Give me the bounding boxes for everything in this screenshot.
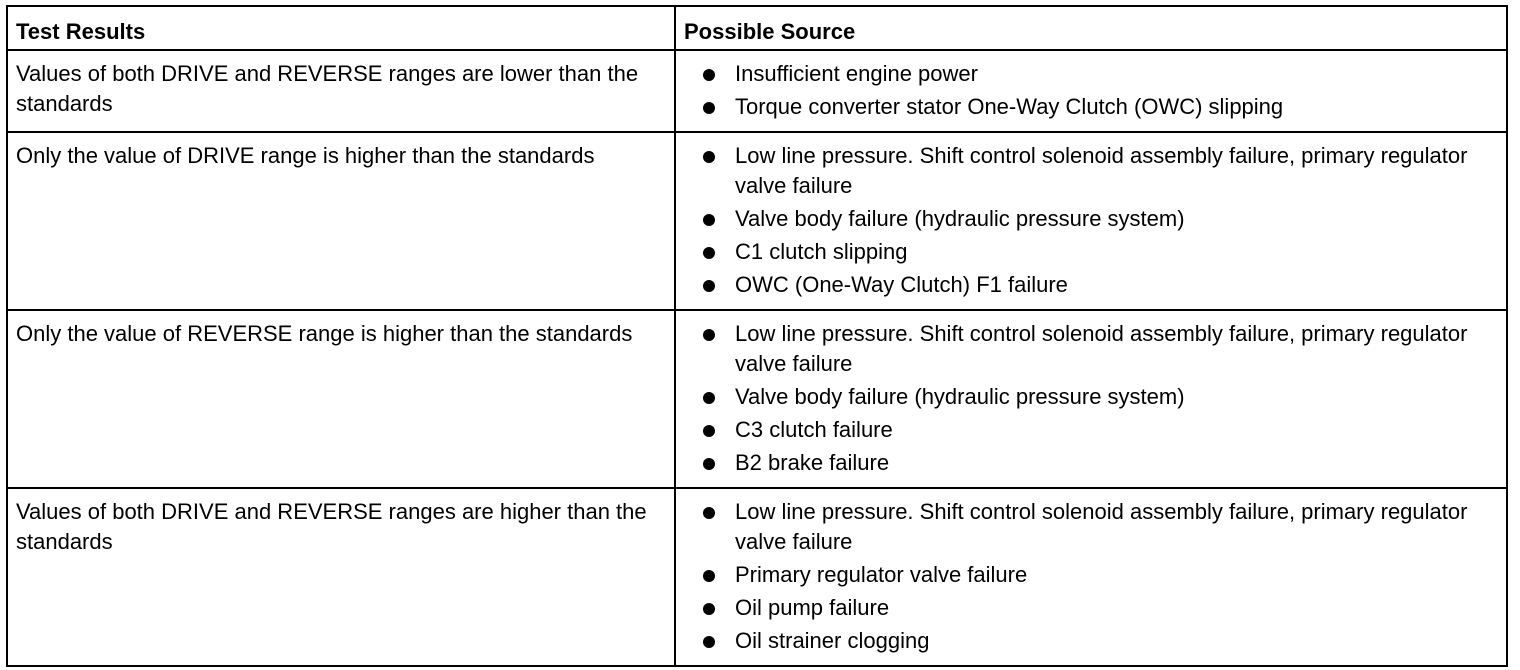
- bullet-icon: [703, 636, 715, 648]
- bullet-icon: [703, 151, 715, 163]
- bullet-icon: [703, 214, 715, 226]
- bullet-icon: [703, 570, 715, 582]
- list-item: Valve body failure (hydraulic pressure s…: [684, 382, 1498, 412]
- source-text: Torque converter stator One-Way Clutch (…: [735, 94, 1284, 119]
- list-item: Low line pressure. Shift control solenoi…: [684, 497, 1498, 557]
- source-text: Low line pressure. Shift control solenoi…: [735, 499, 1468, 554]
- header-test-results: Test Results: [6, 5, 676, 51]
- source-list: Low line pressure. Shift control solenoi…: [684, 319, 1498, 478]
- list-item: Oil strainer clogging: [684, 626, 1498, 656]
- source-text: C3 clutch failure: [735, 417, 893, 442]
- source-text: Low line pressure. Shift control solenoi…: [735, 143, 1468, 198]
- source-text: B2 brake failure: [735, 450, 890, 475]
- table-row: Only the value of REVERSE range is highe…: [6, 309, 1508, 489]
- possible-source-cell: Low line pressure. Shift control solenoi…: [674, 309, 1508, 489]
- diagnosis-table: Test Results Possible Source Values of b…: [6, 5, 1508, 667]
- bullet-icon: [703, 102, 715, 114]
- possible-source-cell: Low line pressure. Shift control solenoi…: [674, 131, 1508, 311]
- bullet-icon: [703, 329, 715, 341]
- bullet-icon: [703, 392, 715, 404]
- source-text: Valve body failure (hydraulic pressure s…: [735, 384, 1185, 409]
- test-result-cell: Only the value of DRIVE range is higher …: [6, 131, 676, 311]
- list-item: Oil pump failure: [684, 593, 1498, 623]
- bullet-icon: [703, 247, 715, 259]
- bullet-icon: [703, 425, 715, 437]
- list-item: Valve body failure (hydraulic pressure s…: [684, 204, 1498, 234]
- list-item: C1 clutch slipping: [684, 237, 1498, 267]
- header-possible-source: Possible Source: [674, 5, 1508, 51]
- table-row: Values of both DRIVE and REVERSE ranges …: [6, 49, 1508, 133]
- source-text: Oil strainer clogging: [735, 628, 930, 653]
- test-result-cell: Values of both DRIVE and REVERSE ranges …: [6, 487, 676, 667]
- source-text: Primary regulator valve failure: [735, 562, 1028, 587]
- table-row: Values of both DRIVE and REVERSE ranges …: [6, 487, 1508, 667]
- header-row: Test Results Possible Source: [6, 5, 1508, 51]
- list-item: C3 clutch failure: [684, 415, 1498, 445]
- list-item: Low line pressure. Shift control solenoi…: [684, 141, 1498, 201]
- source-list: Low line pressure. Shift control solenoi…: [684, 497, 1498, 656]
- list-item: OWC (One-Way Clutch) F1 failure: [684, 270, 1498, 300]
- list-item: Torque converter stator One-Way Clutch (…: [684, 92, 1498, 122]
- possible-source-cell: Low line pressure. Shift control solenoi…: [674, 487, 1508, 667]
- list-item: Low line pressure. Shift control solenoi…: [684, 319, 1498, 379]
- test-result-cell: Values of both DRIVE and REVERSE ranges …: [6, 49, 676, 133]
- bullet-icon: [703, 603, 715, 615]
- diagnosis-table-container: Test Results Possible Source Values of b…: [6, 5, 1508, 667]
- bullet-icon: [703, 507, 715, 519]
- list-item: B2 brake failure: [684, 448, 1498, 478]
- source-text: Oil pump failure: [735, 595, 890, 620]
- bullet-icon: [703, 69, 715, 81]
- source-text: OWC (One-Way Clutch) F1 failure: [735, 272, 1068, 297]
- possible-source-cell: Insufficient engine power Torque convert…: [674, 49, 1508, 133]
- source-text: Insufficient engine power: [735, 61, 978, 86]
- source-list: Insufficient engine power Torque convert…: [684, 59, 1498, 122]
- source-list: Low line pressure. Shift control solenoi…: [684, 141, 1498, 300]
- bullet-icon: [703, 458, 715, 470]
- test-result-cell: Only the value of REVERSE range is highe…: [6, 309, 676, 489]
- bullet-icon: [703, 280, 715, 292]
- source-text: Low line pressure. Shift control solenoi…: [735, 321, 1468, 376]
- list-item: Insufficient engine power: [684, 59, 1498, 89]
- source-text: C1 clutch slipping: [735, 239, 908, 264]
- table-row: Only the value of DRIVE range is higher …: [6, 131, 1508, 311]
- list-item: Primary regulator valve failure: [684, 560, 1498, 590]
- source-text: Valve body failure (hydraulic pressure s…: [735, 206, 1185, 231]
